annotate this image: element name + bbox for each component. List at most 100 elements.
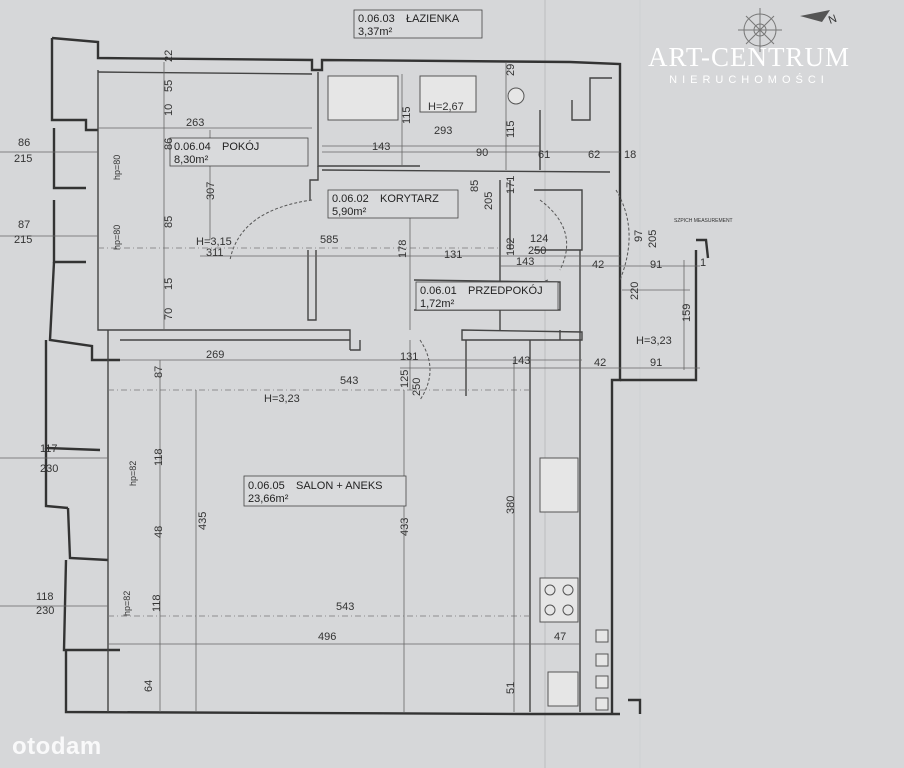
dim-label: 143 <box>516 256 534 268</box>
dim-label: 51 <box>505 682 517 694</box>
dim-label: 543 <box>336 601 354 613</box>
brand-logo: ART-CENTRUM NIERUCHOMOŚCI <box>624 42 874 86</box>
measurement-note: SZPICH MEASUREMENT <box>674 218 733 224</box>
dim-label: 1 <box>700 257 706 269</box>
dim-label: 18 <box>624 149 636 161</box>
window-labels: 86 215 hp=80 87 215 hp=80 117 230 hp=82 … <box>14 137 138 617</box>
room-code: 0.06.03 <box>358 13 395 25</box>
cabinet-icon <box>595 675 609 689</box>
dim-label: 131 <box>444 249 462 261</box>
dim-label: 22 <box>163 50 175 62</box>
dim-label: 48 <box>153 526 165 538</box>
room-code: 0.06.05 <box>248 480 285 492</box>
dim-label: 97 <box>633 230 645 242</box>
dim-label: 205 <box>483 192 495 210</box>
door-swing <box>615 189 630 281</box>
dim-label: 118 <box>151 594 163 612</box>
room-label-lazienka: 0.06.03 ŁAZIENKA 3,37m² <box>353 9 483 39</box>
cabinet-icon <box>595 629 609 643</box>
door-swing <box>419 339 431 401</box>
window-sill-height: hp=82 <box>122 591 132 616</box>
window-width: 87 <box>18 219 30 231</box>
dim-label: 115 <box>505 120 517 138</box>
room-name: ŁAZIENKA <box>406 13 460 25</box>
window-width: 118 <box>36 591 54 603</box>
door-swing <box>229 199 313 261</box>
height-label: H=3,23 <box>636 335 672 347</box>
dim-label: 380 <box>505 496 517 514</box>
stove-icon <box>539 577 579 623</box>
dim-label: 307 <box>205 182 217 200</box>
room-area: 23,66m² <box>248 493 289 505</box>
dim-label: 143 <box>372 141 390 153</box>
dim-label: 61 <box>538 149 550 161</box>
cabinet-icon <box>595 653 609 667</box>
dim-label: 311 <box>206 247 224 259</box>
window-height: 215 <box>14 234 32 246</box>
dim-label: 263 <box>186 117 204 129</box>
dim-label: 585 <box>320 234 338 246</box>
window-sill-height: hp=82 <box>128 461 138 486</box>
dim-label: 90 <box>476 147 488 159</box>
dimension-lines <box>0 62 700 712</box>
room-area: 8,30m² <box>174 154 209 166</box>
window-height: 215 <box>14 153 32 165</box>
dim-label: 42 <box>594 357 606 369</box>
dim-label: 125 <box>399 370 411 388</box>
window-sill-height: hp=80 <box>112 155 122 180</box>
dim-label: 543 <box>340 375 358 387</box>
dim-label: 205 <box>647 230 659 248</box>
dim-label: 178 <box>397 240 409 258</box>
dim-label: 182 <box>505 238 517 256</box>
room-name: KORYTARZ <box>380 193 439 205</box>
dim-label: 131 <box>400 351 418 363</box>
dim-label: 435 <box>197 512 209 530</box>
dim-label: 433 <box>399 518 411 536</box>
toilet-icon <box>507 87 525 105</box>
dim-label: 85 <box>469 180 481 192</box>
window-height: 230 <box>40 463 58 475</box>
dim-label: 15 <box>163 278 175 290</box>
dim-label: 293 <box>434 125 452 137</box>
height-label: H=2,67 <box>428 101 464 113</box>
dim-label: 124 <box>530 233 548 245</box>
height-label: H=3,15 <box>196 236 232 248</box>
bathtub-icon <box>327 75 399 121</box>
dim-label: 171 <box>505 176 517 194</box>
dim-label: 496 <box>318 631 336 643</box>
dim-label: 87 <box>153 366 165 378</box>
svg-text:N: N <box>827 13 839 27</box>
dim-label: 42 <box>592 259 604 271</box>
door-swing <box>539 199 568 271</box>
dim-label: 220 <box>629 282 641 300</box>
logo-title: ART-CENTRUM <box>648 42 850 72</box>
dim-label: 159 <box>681 304 693 322</box>
window-height: 230 <box>36 605 54 617</box>
room-area: 1,72m² <box>420 298 455 310</box>
dim-label: 115 <box>401 106 413 124</box>
room-code: 0.06.01 <box>420 285 457 297</box>
dim-label: 91 <box>650 259 662 271</box>
fridge-icon <box>547 671 579 707</box>
window-width: 117 <box>40 443 58 455</box>
room-label-pokoj: 0.06.04 POKÓJ 8,30m² <box>169 137 309 167</box>
dimension-labels-vertical: 55 22 10 86 307 85 15 70 115 115 29 85 2… <box>143 50 706 694</box>
dim-label: 250 <box>411 378 423 396</box>
fixtures <box>327 75 609 711</box>
window-sill-height: hp=80 <box>112 225 122 250</box>
dim-label: 250 <box>528 245 546 257</box>
logo-subtitle: NIERUCHOMOŚCI <box>669 74 829 86</box>
dim-label: 70 <box>163 308 175 320</box>
room-label-przedpokoj: 0.06.01 PRZEDPOKÓJ 1,72m² <box>415 281 559 311</box>
window-width: 86 <box>18 137 30 149</box>
walls <box>44 36 710 716</box>
dimension-labels: 263 293 143 90 61 62 18 585 311 131 143 … <box>186 117 662 643</box>
dim-label: 118 <box>153 448 165 466</box>
height-label: H=3,23 <box>264 393 300 405</box>
room-code: 0.06.04 <box>174 141 211 153</box>
room-label-korytarz: 0.06.02 KORYTARZ 5,90m² <box>327 189 459 219</box>
room-area: 5,90m² <box>332 206 367 218</box>
room-name: SALON + ANEKS <box>296 480 383 492</box>
dim-label: 47 <box>554 631 566 643</box>
